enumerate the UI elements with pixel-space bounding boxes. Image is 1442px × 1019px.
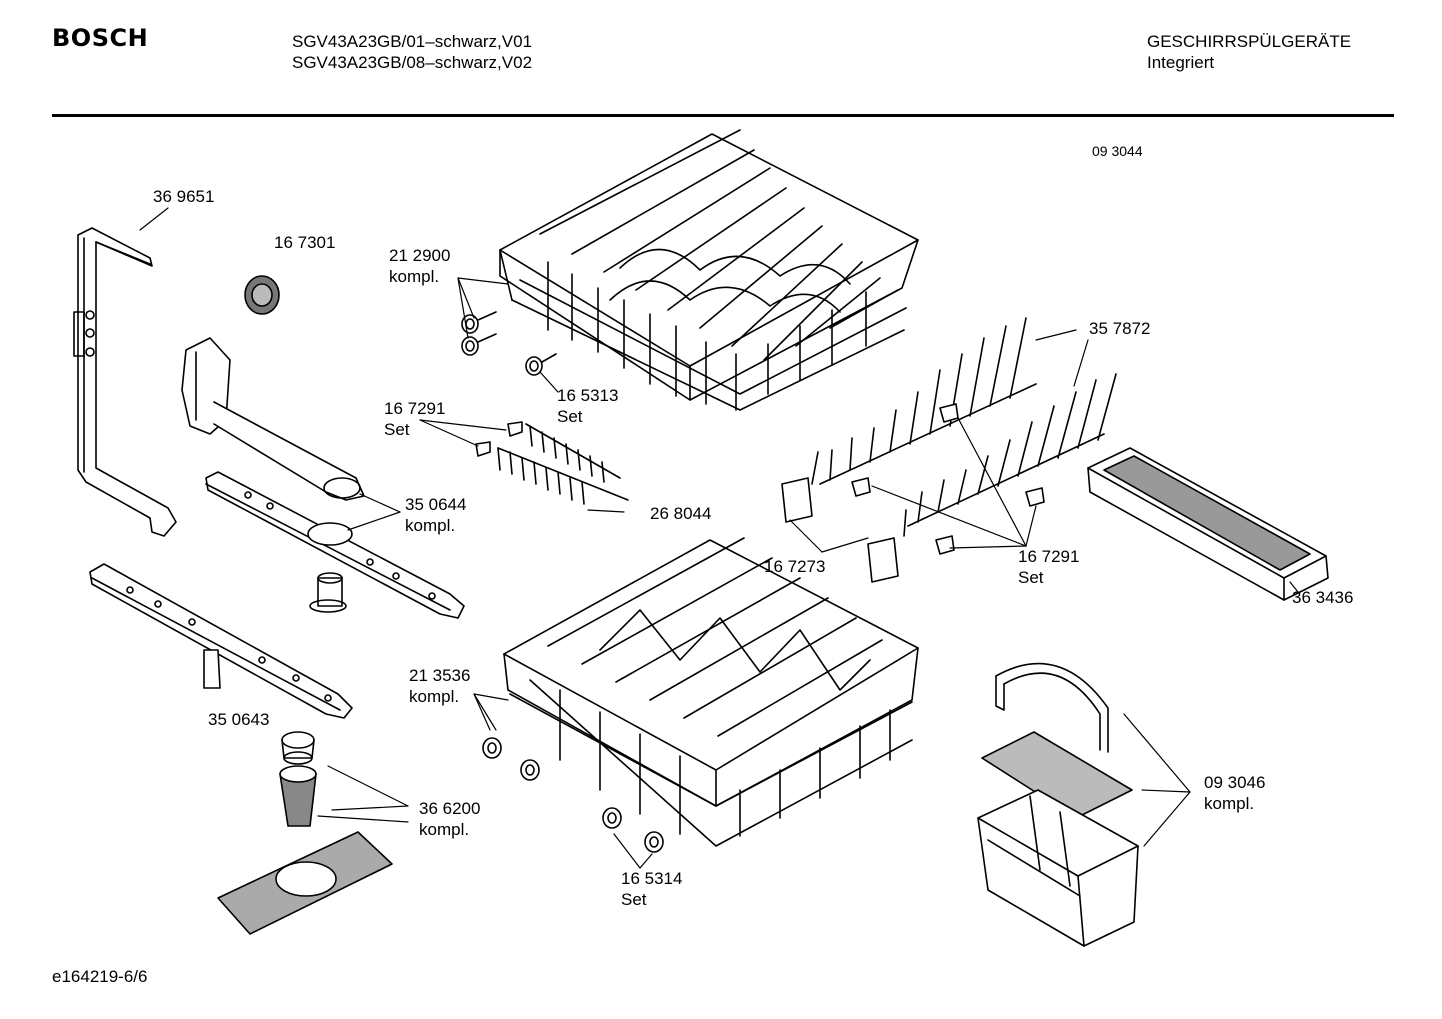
long-tine-racks (811, 317, 1117, 537)
part-label: 16 7291 Set (1018, 546, 1079, 588)
part-note: Set (384, 420, 410, 439)
part-number: 16 7273 (764, 557, 826, 576)
filter-assembly (217, 731, 393, 935)
category-title: GESCHIRRSPÜLGERÄTE (1147, 32, 1352, 51)
small-tine-row (475, 421, 629, 505)
part-note: kompl. (419, 820, 470, 839)
drawing-id: e164219-6/6 (52, 967, 148, 986)
part-note: Set (621, 890, 647, 909)
part-number: 16 7301 (274, 233, 336, 252)
part-label: 36 9651 (153, 186, 214, 207)
part-note: kompl. (1204, 794, 1255, 813)
part-number: 35 7872 (1089, 319, 1151, 338)
part-label: 26 8044 (650, 503, 711, 524)
part-number: 36 9651 (153, 187, 215, 206)
leader-lines (139, 207, 1299, 869)
rack-clips (781, 403, 1045, 583)
lower-basket (503, 537, 919, 847)
part-label: 35 0644 kompl. (405, 494, 466, 536)
part-note: kompl. (409, 687, 460, 706)
model-list: SGV43A23GB/01–schwarz,V01 SGV43A23GB/08–… (292, 31, 532, 73)
part-label: 35 7872 (1089, 318, 1150, 339)
part-number: 16 5314 (621, 869, 683, 888)
part-number: 26 8044 (650, 504, 712, 523)
lower-spray-arm (89, 563, 353, 719)
lower-basket-wheels (482, 737, 664, 853)
part-label: 16 7273 (764, 556, 825, 577)
part-number: 16 7291 (1018, 547, 1080, 566)
part-label: 36 6200 kompl. (419, 798, 480, 840)
part-number: 16 5313 (557, 386, 619, 405)
part-label: 21 2900 kompl. (389, 245, 450, 287)
part-number: 35 0643 (208, 710, 270, 729)
header-divider (52, 114, 1394, 117)
spray-arm-feeder (181, 337, 365, 501)
cutlery-tray (1087, 447, 1329, 601)
category-subtitle: Integriert (1147, 53, 1215, 72)
part-number: 36 6200 (419, 799, 481, 818)
part-number: 16 7291 (384, 399, 446, 418)
part-label: 09 3046 kompl. (1204, 772, 1265, 814)
part-label: 16 5313 Set (557, 385, 618, 427)
part-note: Set (557, 407, 583, 426)
model-line: SGV43A23GB/01–schwarz,V01 (292, 32, 533, 51)
part-label: 35 0643 (208, 709, 269, 730)
upper-spray-arm (205, 471, 465, 619)
product-category: GESCHIRRSPÜLGERÄTE Integriert (1147, 31, 1351, 73)
part-note: kompl. (389, 267, 440, 286)
part-label: 16 7291 Set (384, 398, 445, 440)
part-label: 16 7301 (274, 232, 335, 253)
part-number: 21 2900 (389, 246, 451, 265)
drawing-reference-code: 09 3044 (1092, 143, 1143, 159)
upper-basket-wheels (461, 311, 557, 376)
part-number: 35 0644 (405, 495, 467, 514)
cutlery-basket (977, 662, 1139, 947)
part-label: 16 5314 Set (621, 868, 682, 910)
part-note: kompl. (405, 516, 456, 535)
part-note: Set (1018, 568, 1044, 587)
part-number: 21 3536 (409, 666, 471, 685)
part-label: 36 3436 (1292, 587, 1353, 608)
small-filter-disc (244, 275, 280, 315)
brand-logo: BOSCH (52, 24, 149, 52)
model-line: SGV43A23GB/08–schwarz,V02 (292, 53, 533, 72)
spray-supply-pipe (73, 227, 177, 537)
part-number: 36 3436 (1292, 588, 1354, 607)
part-label: 21 3536 kompl. (409, 665, 470, 707)
upper-basket (499, 129, 919, 411)
part-number: 09 3046 (1204, 773, 1266, 792)
